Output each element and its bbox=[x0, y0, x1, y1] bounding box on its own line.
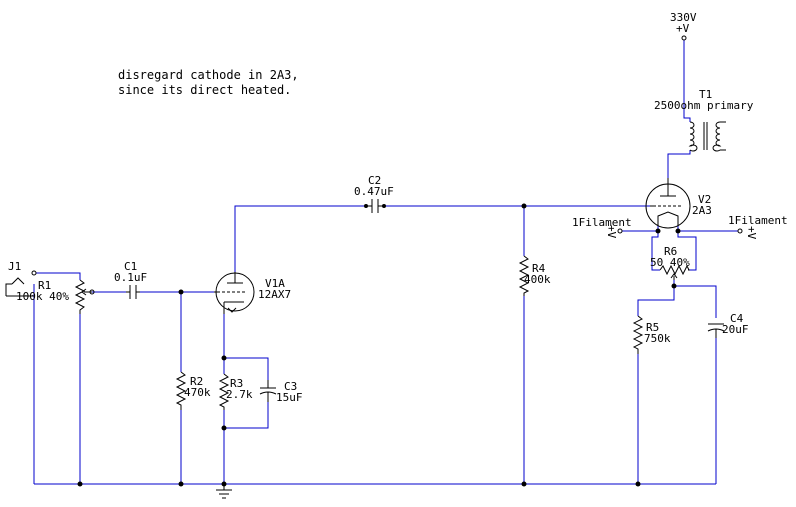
supply-voltage: 330V bbox=[670, 11, 697, 24]
v1-ref: V1A bbox=[265, 277, 285, 290]
filament-right-v: +V bbox=[745, 226, 758, 240]
wires bbox=[33, 40, 738, 485]
t1-value: 2500ohm primary bbox=[654, 99, 754, 112]
junction-dots bbox=[77, 203, 681, 487]
supply-terminal: 330V +V bbox=[670, 11, 697, 41]
junction-dot bbox=[671, 283, 677, 289]
supply-rail: +V bbox=[676, 22, 690, 35]
t1-ref: T1 bbox=[699, 88, 712, 101]
junction-dot bbox=[635, 481, 641, 487]
c2-capacitor: C2 0.47uF bbox=[354, 174, 394, 213]
r3-ref: R3 bbox=[230, 377, 243, 390]
wire-r6-left bbox=[651, 231, 660, 271]
c4-ref: C4 bbox=[730, 312, 744, 325]
v1-value: 12AX7 bbox=[258, 288, 291, 301]
v2-tube: V2 2A3 bbox=[645, 178, 712, 229]
junction-dot bbox=[521, 481, 527, 487]
filament-left: 1Filament +V bbox=[572, 216, 632, 239]
junction-dot bbox=[521, 203, 527, 209]
filament-left-node bbox=[617, 228, 623, 234]
c3-capacitor: C3 15uF bbox=[259, 380, 303, 404]
filament-left-label: 1Filament bbox=[572, 216, 632, 229]
c4-capacitor: C4 20uF bbox=[707, 312, 749, 338]
junction-dot bbox=[675, 228, 681, 234]
c2-value: 0.47uF bbox=[354, 185, 394, 198]
r4-ref: R4 bbox=[532, 262, 546, 275]
v2-value: 2A3 bbox=[692, 204, 712, 217]
wire-r6-right bbox=[677, 231, 697, 271]
r6-potentiometer: R6 50 40% bbox=[650, 245, 690, 280]
jack-tip-terminal bbox=[31, 270, 37, 276]
r5-value: 750k bbox=[644, 332, 671, 345]
note-line-2: since its direct heated. bbox=[118, 83, 291, 97]
v2-ref: V2 bbox=[698, 193, 711, 206]
wire-v1-cathode bbox=[223, 314, 269, 429]
r4-value: 400k bbox=[524, 273, 551, 286]
wire-v1-plate bbox=[234, 205, 366, 272]
r5-ref: R5 bbox=[646, 321, 659, 334]
r1-value: 100k 40% bbox=[16, 290, 69, 303]
t1-transformer: T1 2500ohm primary bbox=[654, 88, 754, 152]
r2-value: 470k bbox=[184, 386, 211, 399]
filament-right-label: 1Filament bbox=[728, 214, 788, 227]
c1-value: 0.1uF bbox=[114, 271, 147, 284]
wire-jack-tip bbox=[36, 272, 81, 280]
v1-tube: V1A 12AX7 bbox=[214, 272, 291, 314]
r1-potentiometer: R1 100k 40% bbox=[16, 279, 95, 314]
r4-resistor: R4 400k bbox=[518, 255, 551, 296]
junction-dot bbox=[77, 481, 83, 487]
filament-right-node bbox=[737, 228, 743, 234]
j1-ref: J1 bbox=[8, 260, 21, 273]
r5-resistor: R5 750k bbox=[632, 315, 671, 354]
junction-dot bbox=[655, 228, 661, 234]
ground-symbol bbox=[216, 484, 232, 499]
wire-xfmr-plate bbox=[667, 150, 691, 178]
c2-ref: C2 bbox=[368, 174, 381, 187]
junction-dot bbox=[178, 289, 184, 295]
junction-dot bbox=[221, 355, 227, 361]
filament-right: 1Filament +V bbox=[728, 214, 788, 240]
junction-dot bbox=[178, 481, 184, 487]
r2-ref: R2 bbox=[190, 375, 203, 388]
c3-value: 15uF bbox=[276, 391, 303, 404]
wire-r5-c4 bbox=[637, 285, 717, 484]
r3-value: 2.7k bbox=[226, 388, 253, 401]
c2-terminal bbox=[364, 204, 368, 208]
wire-supply bbox=[683, 40, 691, 122]
junction-dot bbox=[221, 425, 227, 431]
r1-wiper-terminal bbox=[89, 289, 95, 295]
r3-resistor: R3 2.7k bbox=[218, 373, 253, 410]
r6-value: 50 40% bbox=[650, 256, 690, 269]
c1-capacitor: C1 0.1uF bbox=[114, 260, 147, 299]
note-line-1: disregard cathode in 2A3, bbox=[118, 68, 299, 82]
c2-terminal bbox=[382, 204, 386, 208]
c4-value: 20uF bbox=[722, 323, 749, 336]
supply-node bbox=[681, 35, 687, 41]
filament-left-v: +V bbox=[605, 225, 618, 239]
r6-ref: R6 bbox=[664, 245, 677, 258]
j1-jack: J1 bbox=[5, 260, 37, 297]
r1-ref: R1 bbox=[38, 279, 51, 292]
c3-ref: C3 bbox=[284, 380, 297, 393]
r2-resistor: R2 470k bbox=[175, 371, 211, 410]
c1-ref: C1 bbox=[124, 260, 137, 273]
